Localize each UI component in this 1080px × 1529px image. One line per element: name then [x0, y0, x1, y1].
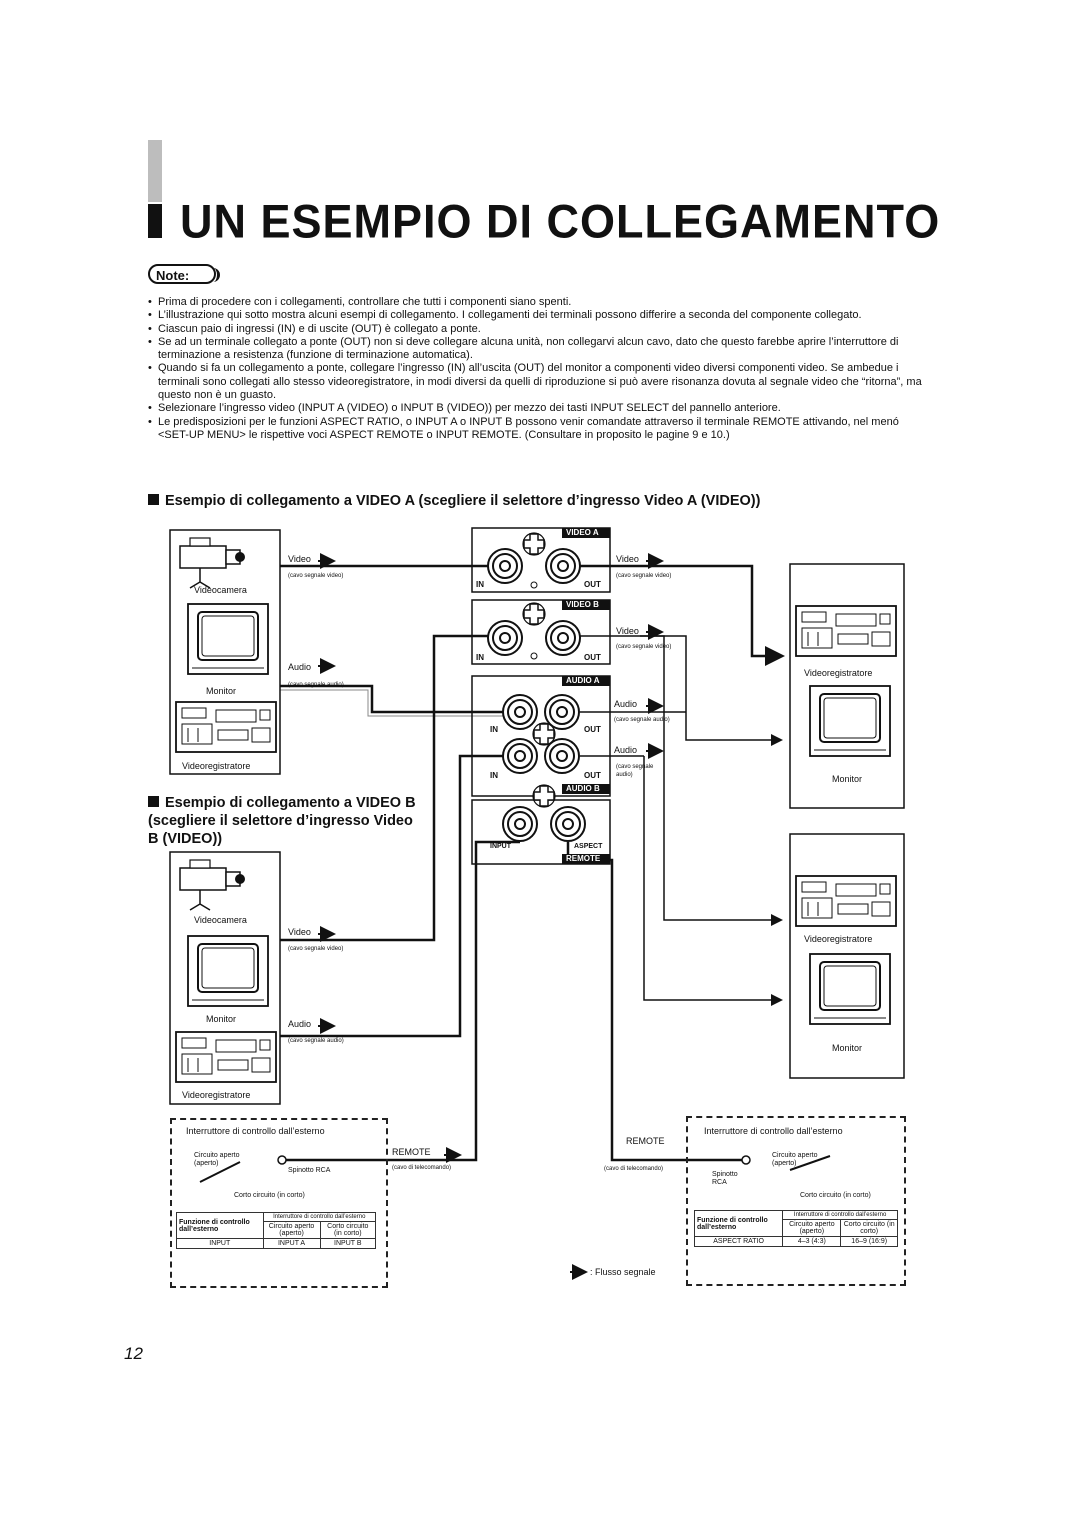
cable-label-remote-right: REMOTE: [626, 1136, 665, 1146]
panel-label-out-a: OUT: [584, 580, 601, 589]
ext-switch-short-right: Corto circuito (in corto): [800, 1192, 871, 1199]
device-box-right-1: [789, 563, 905, 809]
note-item: Selezionare l’ingresso video (INPUT A (V…: [148, 402, 928, 416]
panel-label-in-b: IN: [476, 653, 484, 662]
ext-switch-open-left-2: (aperto): [194, 1160, 219, 1167]
panel-label-out-b: OUT: [584, 653, 601, 662]
videocamera-a-illustration: [179, 537, 246, 589]
page-number: 12: [124, 1344, 143, 1363]
label-vcr-right-2: Videoregistratore: [804, 934, 873, 944]
cable-label-video: Video: [288, 554, 311, 564]
label-vcr-a: Videoregistratore: [182, 761, 251, 771]
panel-label-video-b: VIDEO B: [566, 600, 599, 609]
note-item: Le predisposizioni per le funzioni ASPEC…: [148, 416, 928, 443]
device-box-b: [169, 851, 281, 1105]
ext-switch-open-left-1: Circuito aperto: [194, 1152, 240, 1159]
title-accent-black: [148, 204, 162, 238]
ext-switch-open-right-2: (aperto): [772, 1160, 797, 1167]
label-vcr-b: Videoregistratore: [182, 1090, 251, 1100]
panel-label-out-audio-a: OUT: [584, 725, 601, 734]
monitor-b-illustration: [187, 935, 269, 1007]
vcr-b-illustration: [175, 1031, 277, 1083]
vcr-right-1-illustration: [795, 605, 897, 657]
vcr-a-illustration: [175, 701, 277, 753]
monitor-a-illustration: [187, 603, 269, 675]
label-monitor-a: Monitor: [206, 686, 237, 696]
label-vcr-right-1: Videoregistratore: [804, 668, 873, 678]
panel-label-in-audio-a: IN: [490, 725, 498, 734]
label-monitor-right-1: Monitor: [832, 774, 863, 784]
note-item: Ciascun paio di ingressi (IN) e di uscit…: [148, 323, 928, 337]
label-videocamera-a: Videocamera: [194, 585, 247, 595]
panel-label-in-a: IN: [476, 580, 484, 589]
ext-switch-rca-left: Spinotto RCA: [288, 1167, 331, 1174]
cable-label-audio: Audio: [288, 662, 312, 672]
label-videocamera-b: Videocamera: [194, 915, 247, 925]
cable-label-audio-note: (cavo segnale audio): [288, 682, 344, 688]
note-item: Se ad un terminale collegato a ponte (OU…: [148, 336, 928, 363]
terminal-panel: [471, 527, 611, 865]
ext-switch-short-left: Corto circuito (in corto): [234, 1192, 305, 1199]
cable-label-audio-b: Audio: [288, 1019, 312, 1029]
cable-label-audio-out-a: Audio: [614, 699, 638, 709]
cable-label-video-note: (cavo segnale video): [288, 573, 344, 579]
panel-label-in-audio-b: IN: [490, 771, 498, 780]
panel-label-audio-b: AUDIO B: [566, 784, 600, 793]
device-box-a: [169, 529, 281, 775]
remote-switch-box-right: [686, 1116, 906, 1286]
cable-label-video-out-a-note: (cavo segnale video): [616, 573, 672, 579]
cable-label-remote-right-note: (cavo di telecomando): [604, 1166, 664, 1172]
cable-label-audio-b-note: (cavo segnale audio): [288, 1038, 344, 1044]
cable-label-audio-out-b: Audio: [614, 745, 638, 755]
label-monitor-b: Monitor: [206, 1014, 237, 1024]
control-table-left: Funzione di controllo dall’esterno Inter…: [176, 1212, 377, 1249]
control-table-right: Funzione di controllo dall’esterno Inter…: [693, 1210, 898, 1247]
note-label: Note:: [148, 264, 220, 284]
monitor-right-2-illustration: [809, 953, 891, 1025]
cable-label-audio-out-b-note-1: (cavo segnale: [616, 764, 654, 770]
panel-label-video-a: VIDEO A: [566, 528, 599, 537]
note-item: Quando si fa un collegamento a ponte, co…: [148, 362, 928, 402]
note-item: Prima di procedere con i collegamenti, c…: [148, 296, 928, 310]
cable-label-video-b-note: (cavo segnale video): [288, 946, 344, 952]
cable-label-video-b: Video: [288, 927, 311, 937]
section-a-heading: Esempio di collegamento a VIDEO A (scegl…: [148, 492, 938, 510]
cable-label-remote-left: REMOTE: [392, 1147, 431, 1157]
panel-label-out-audio-b: OUT: [584, 771, 601, 780]
panel-label-input: INPUT: [490, 843, 511, 850]
cable-label-video-out-b-note: (cavo segnale video): [616, 644, 672, 650]
device-box-right-2: [789, 833, 905, 1079]
ext-switch-rca-right-1: Spinotto: [712, 1171, 738, 1178]
notes-list: Prima di procedere con i collegamenti, c…: [148, 296, 928, 442]
panel-label-aspect: ASPECT: [574, 843, 603, 850]
cable-label-video-out-a: Video: [616, 554, 639, 564]
monitor-right-1-illustration: [809, 685, 891, 757]
vcr-right-2-illustration: [795, 875, 897, 927]
label-monitor-right-2: Monitor: [832, 1043, 863, 1053]
ext-switch-open-right-1: Circuito aperto: [772, 1152, 818, 1159]
panel-label-remote: REMOTE: [566, 854, 601, 863]
note-item: L’illustrazione qui sotto mostra alcuni …: [148, 309, 928, 323]
cable-label-video-out-b: Video: [616, 626, 639, 636]
cable-label-remote-left-note: (cavo di telecomando): [392, 1165, 452, 1171]
page-title: UN ESEMPIO DI COLLEGAMENTO: [180, 194, 941, 249]
ext-switch-rca-right-2: RCA: [712, 1179, 727, 1186]
cable-label-audio-out-b-note-2: audio): [616, 772, 633, 778]
panel-label-audio-a: AUDIO A: [566, 676, 600, 685]
ext-switch-title-left: Interruttore di controllo dall’esterno: [186, 1126, 325, 1136]
legend-signal-flow: : Flusso segnale: [590, 1267, 656, 1277]
section-b-heading: Esempio di collegamento a VIDEO B (scegl…: [148, 795, 416, 847]
cable-label-audio-out-a-note: (cavo segnale audio): [614, 717, 670, 723]
remote-switch-box-left: [170, 1118, 388, 1288]
videocamera-b-illustration: [179, 859, 246, 911]
title-accent-grey: [148, 140, 162, 202]
ext-switch-title-right: Interruttore di controllo dall’esterno: [704, 1126, 843, 1136]
